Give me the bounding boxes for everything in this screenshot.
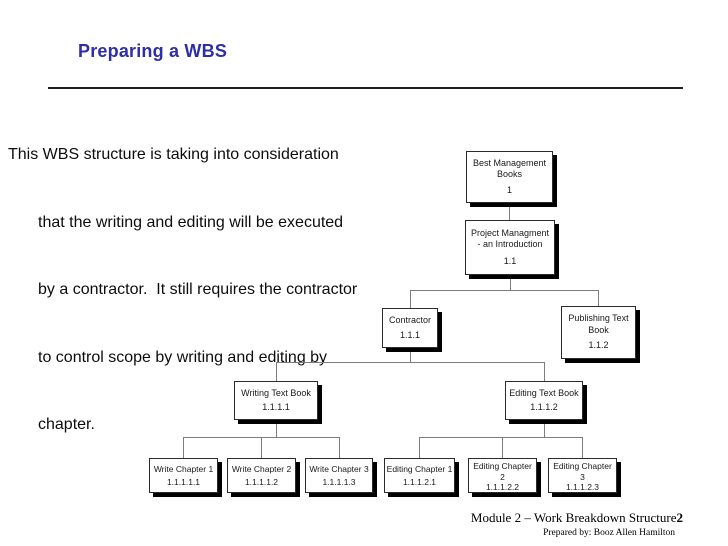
wbs-node-best-management-books: Best Management Books 1 bbox=[466, 151, 553, 203]
footer-prepared-by: Prepared by: Booz Allen Hamilton bbox=[543, 528, 675, 538]
wbs-node-label: Editing Chapter 1 bbox=[386, 463, 453, 474]
wbs-node-code: 1.1.1 bbox=[399, 329, 421, 340]
footer-module-label: Module 2 – Work Breakdown Structure bbox=[470, 510, 677, 525]
body-line: chapter. bbox=[38, 416, 95, 433]
wbs-node-code: 1.1.2 bbox=[588, 340, 609, 351]
footer-module-title: Module 2 – Work Breakdown Structure2 bbox=[471, 510, 683, 526]
connector-line bbox=[339, 437, 340, 458]
wbs-node-write-chapter-1: Write Chapter 1 1.1.1.1.1 bbox=[149, 458, 218, 493]
wbs-node-code: 1.1.1.1.1 bbox=[166, 476, 201, 487]
wbs-node-code: 1.1.1.2.2 bbox=[485, 482, 520, 493]
slide-footer: Module 2 – Work Breakdown Structure2 Pre… bbox=[471, 510, 683, 538]
wbs-node-editing-chapter-1: Editing Chapter 1 1.1.1.2.1 bbox=[384, 458, 455, 493]
wbs-node-publishing-text-book: Publishing Text Book 1.1.2 bbox=[561, 306, 636, 359]
wbs-node-code: 1.1.1.1.2 bbox=[244, 476, 279, 487]
connector-line bbox=[410, 290, 599, 291]
wbs-node-code: 1.1.1.2 bbox=[530, 402, 558, 413]
wbs-node-label: Contractor bbox=[388, 314, 432, 325]
connector-line bbox=[419, 437, 583, 438]
wbs-node-label: Write Chapter 1 bbox=[153, 463, 214, 474]
wbs-node-contractor: Contractor 1.1.1 bbox=[382, 308, 438, 348]
connector-line bbox=[276, 420, 277, 437]
wbs-node-label: Publishing Text Book bbox=[568, 313, 629, 335]
connector-line bbox=[510, 275, 511, 290]
connector-line bbox=[582, 437, 583, 458]
connector-line bbox=[419, 437, 420, 458]
wbs-node-editing-chapter-3: Editing Chapter 3 1.1.1.2.3 bbox=[548, 458, 617, 493]
page-number: 2 bbox=[676, 510, 684, 525]
slide-title: Preparing a WBS bbox=[78, 41, 228, 61]
connector-line bbox=[276, 362, 544, 363]
connector-line bbox=[276, 362, 277, 381]
connector-line bbox=[509, 203, 510, 220]
wbs-node-write-chapter-2: Write Chapter 2 1.1.1.1.2 bbox=[227, 458, 296, 493]
slide-body-paragraph: This WBS structure is taking into consid… bbox=[8, 99, 357, 482]
connector-line bbox=[502, 437, 503, 458]
body-line: that the writing and editing will be exe… bbox=[38, 213, 344, 231]
wbs-node-label: Editing Text Book bbox=[509, 387, 579, 398]
body-line: to control scope by writing and editing … bbox=[38, 348, 328, 366]
wbs-node-code: 1.1 bbox=[503, 255, 517, 266]
wbs-node-label: Project Managment - an Introduction bbox=[470, 228, 550, 250]
connector-line bbox=[261, 437, 262, 458]
wbs-node-writing-text-book: Writing Text Book 1.1.1.1 bbox=[234, 381, 318, 420]
wbs-node-code: 1 bbox=[506, 184, 512, 195]
body-line: This WBS structure is taking into consid… bbox=[8, 146, 339, 163]
connector-line bbox=[598, 290, 599, 306]
wbs-node-code: 1.1.1.2.1 bbox=[402, 476, 437, 487]
wbs-node-editing-chapter-2: Editing Chapter 2 1.1.1.2.2 bbox=[468, 458, 537, 493]
wbs-node-label: Editing Chapter 3 bbox=[553, 461, 612, 482]
wbs-node-label: Write Chapter 2 bbox=[231, 463, 292, 474]
connector-line bbox=[410, 348, 411, 362]
connector-line bbox=[183, 437, 184, 458]
wbs-node-code: 1.1.1.2.3 bbox=[565, 482, 600, 493]
wbs-node-editing-text-book: Editing Text Book 1.1.1.2 bbox=[505, 381, 583, 420]
connector-line bbox=[544, 420, 545, 437]
body-line: by a contractor. It still requires the c… bbox=[38, 281, 358, 298]
wbs-node-code: 1.1.1.1 bbox=[262, 402, 290, 413]
wbs-node-label: Write Chapter 3 bbox=[309, 463, 369, 474]
wbs-node-write-chapter-3: Write Chapter 3 1.1.1.1.3 bbox=[305, 458, 373, 493]
wbs-node-label: Editing Chapter 2 bbox=[473, 461, 532, 482]
wbs-node-label: Writing Text Book bbox=[241, 387, 311, 398]
wbs-node-code: 1.1.1.1.3 bbox=[322, 476, 356, 487]
connector-line bbox=[410, 290, 411, 308]
connector-line bbox=[544, 362, 545, 381]
wbs-node-label: Best Management Books bbox=[472, 158, 547, 180]
wbs-node-project-managment-introduction: Project Managment - an Introduction 1.1 bbox=[465, 220, 555, 275]
title-divider-line bbox=[48, 87, 683, 89]
